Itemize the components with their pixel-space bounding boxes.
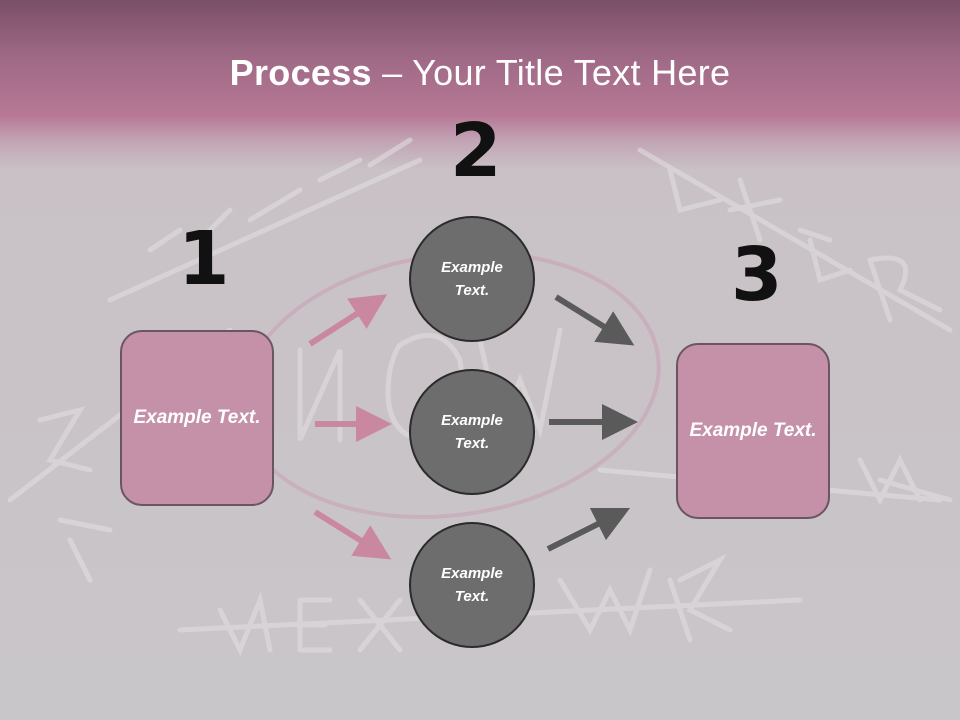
step-number-2: 2 xyxy=(450,108,502,194)
top-circle-label: Example Text. xyxy=(441,258,503,299)
step-number-3: 3 xyxy=(731,232,783,318)
bottom-circle-label: Example Text. xyxy=(441,564,503,605)
right-box-label: Example Text. xyxy=(689,419,817,441)
title-rest: Your Title Text Here xyxy=(412,52,731,93)
left-process-box[interactable]: Example Text. xyxy=(120,330,274,506)
title-separator: – xyxy=(382,52,403,93)
arrow-left-to-top xyxy=(308,294,388,347)
arrow-top-to-right xyxy=(554,294,635,346)
right-process-box[interactable]: Example Text. xyxy=(676,343,830,519)
arrow-left-to-bottom xyxy=(313,509,392,560)
step-number-1: 1 xyxy=(178,216,230,302)
arrow-bottom-to-right xyxy=(546,507,631,552)
page-title: Process – Your Title Text Here xyxy=(0,52,960,94)
bottom-process-circle[interactable]: Example Text. xyxy=(409,522,535,648)
middle-process-circle[interactable]: Example Text. xyxy=(409,369,535,495)
middle-circle-label: Example Text. xyxy=(441,411,503,452)
top-process-circle[interactable]: Example Text. xyxy=(409,216,535,342)
title-bold: Process xyxy=(229,52,372,93)
left-box-label: Example Text. xyxy=(133,406,261,428)
